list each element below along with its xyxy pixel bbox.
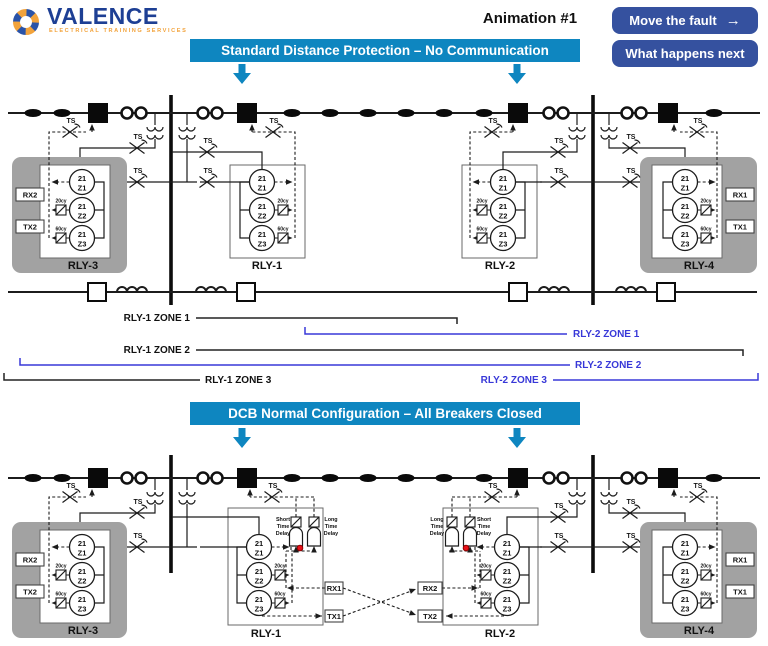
tx2-port — [417, 609, 443, 623]
short-time-delay-timer — [290, 516, 302, 528]
long-time-delay-timer — [446, 516, 458, 528]
rly2-zone3-label: RLY-2 ZONE 3 — [481, 375, 548, 386]
rly1-label: RLY-1 — [252, 260, 282, 272]
protected-line — [196, 103, 570, 123]
svg-text:RX1: RX1 — [327, 584, 342, 593]
breaker-closed — [508, 468, 528, 488]
rly2-dcb-relay: Long Time Delay Short Time Delay RX2 TX2… — [417, 482, 545, 640]
svg-text:Time: Time — [478, 524, 490, 530]
svg-text:RX2: RX2 — [423, 584, 438, 593]
dcb-configuration-diagram: Short Time Delay Long Time Delay RX1 TX1… — [0, 428, 768, 640]
rly1-dcb-relay: Short Time Delay Long Time Delay RX1 TX1… — [172, 482, 344, 640]
zone-reach-chart: RLY-1 ZONE 1 RLY-2 ZONE 1 RLY-1 ZONE 2 R… — [3, 313, 759, 386]
right-arrow-icon: → — [725, 12, 741, 29]
banner-arrow-icon — [508, 428, 526, 448]
breaker-closed — [237, 468, 257, 488]
what-happens-next-button[interactable]: What happens next — [612, 40, 758, 67]
svg-text:Time: Time — [325, 524, 337, 530]
move-the-fault-label: Move the fault — [629, 13, 717, 28]
svg-text:Delay: Delay — [324, 531, 338, 537]
breaker-open-symbol — [656, 282, 676, 302]
what-happens-next-label: What happens next — [625, 46, 745, 61]
svg-text:Delay: Delay — [276, 531, 290, 537]
bottom-banner: DCB Normal Configuration – All Breakers … — [190, 402, 580, 425]
breaker-open-symbol — [87, 282, 107, 302]
banner-arrow-icon — [508, 64, 526, 84]
rly1-label: RLY-1 — [251, 628, 281, 640]
svg-text:TX2: TX2 — [423, 612, 437, 621]
distance-protection-diagram: TS 20cy 60cy 21 Z1 21 — [3, 64, 768, 386]
rly2-zone2-label: RLY-2 ZONE 2 — [575, 360, 642, 371]
station-busbars — [169, 95, 595, 305]
rly1-zone1-label: RLY-1 ZONE 1 — [124, 313, 191, 324]
station-busbars — [169, 455, 595, 573]
svg-text:Short: Short — [276, 517, 290, 523]
brand-tagline: ELECTRICAL TRAINING SERVICES — [49, 28, 188, 34]
rly2-label: RLY-2 — [485, 260, 515, 272]
rx2-port — [417, 581, 443, 595]
svg-text:Short: Short — [477, 517, 491, 523]
banner-arrow-icon — [233, 428, 251, 448]
pilot-channel-crossover — [342, 586, 417, 618]
trip-highlight-dot — [462, 544, 470, 552]
rly1-zone2-label: RLY-1 ZONE 2 — [124, 345, 191, 356]
rly1-relay: RLY-1 — [172, 117, 306, 272]
svg-text:Long: Long — [430, 517, 443, 523]
svg-text:TX1: TX1 — [327, 612, 341, 621]
rly2-label: RLY-2 — [485, 628, 515, 640]
protected-line — [196, 468, 570, 488]
svg-text:Time: Time — [431, 524, 443, 530]
top-banner: Standard Distance Protection – No Commun… — [190, 39, 580, 62]
breaker-closed — [508, 103, 528, 123]
breaker-open-symbol — [508, 282, 528, 302]
svg-text:Delay: Delay — [477, 531, 491, 537]
breaker-open-symbol — [236, 282, 256, 302]
short-time-delay-timer — [464, 516, 476, 528]
trip-highlight-dot — [296, 544, 304, 552]
svg-text:Long: Long — [324, 517, 337, 523]
rly2-relay: RLY-2 — [461, 117, 545, 272]
banner-arrow-icon — [233, 64, 251, 84]
brand-name: VALENCE — [47, 3, 159, 29]
breaker-closed — [237, 103, 257, 123]
animation-title: Animation #1 — [482, 10, 578, 27]
move-the-fault-button[interactable]: Move the fault → — [612, 7, 758, 34]
svg-text:Time: Time — [277, 524, 289, 530]
svg-text:Delay: Delay — [430, 531, 444, 537]
valence-knot-icon — [13, 9, 39, 35]
parallel-line — [8, 282, 757, 302]
rly2-zone1-label: RLY-2 ZONE 1 — [573, 329, 640, 340]
rly1-zone3-label: RLY-1 ZONE 3 — [205, 375, 272, 386]
valence-logo: VALENCE ELECTRICAL TRAINING SERVICES — [10, 5, 187, 37]
long-time-delay-timer — [308, 516, 320, 528]
